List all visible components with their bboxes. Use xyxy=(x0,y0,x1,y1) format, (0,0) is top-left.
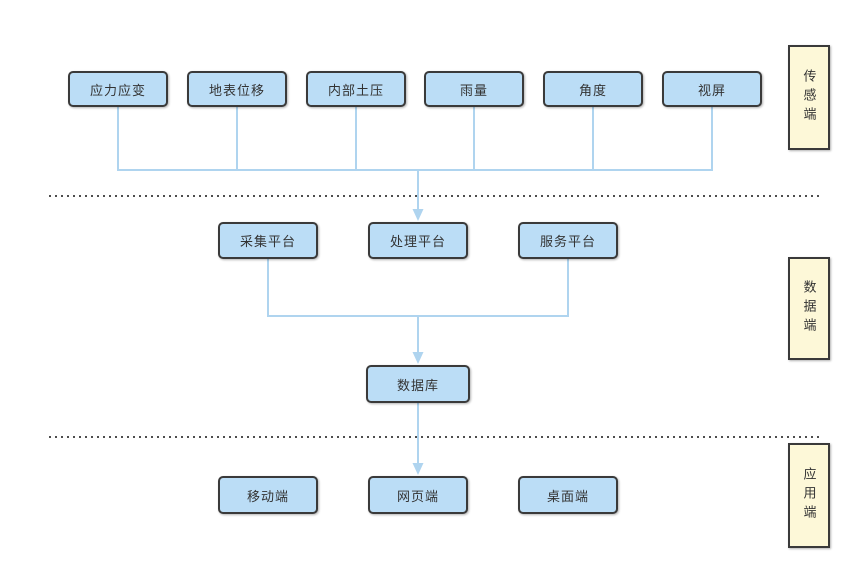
node-processing-platform: 处理平台 xyxy=(368,222,468,259)
arrowhead-icon xyxy=(412,209,424,221)
arrowhead-icon xyxy=(412,352,424,364)
arrow-to-database xyxy=(412,316,424,364)
data-layer-label: 数据端 xyxy=(788,257,830,360)
application-layer-label: 应用端 xyxy=(788,443,830,548)
data-layer-label-text: 数据端 xyxy=(801,280,817,337)
arrowhead-icon xyxy=(412,463,424,475)
node-service-platform: 服务平台 xyxy=(518,222,618,259)
application-layer-label-text: 应用端 xyxy=(801,467,817,524)
node-web-client: 网页端 xyxy=(368,476,468,514)
node-sensor-video: 视屏 xyxy=(662,71,762,107)
arrow-to-processing-platform xyxy=(412,170,424,221)
sensor-bus-wires xyxy=(117,107,713,171)
arrow-to-web-client xyxy=(412,403,424,475)
node-database: 数据库 xyxy=(366,365,470,403)
node-mobile-client: 移动端 xyxy=(218,476,318,514)
node-sensor-surface-displacement: 地表位移 xyxy=(187,71,287,107)
node-collection-platform: 采集平台 xyxy=(218,222,318,259)
sensing-layer-label: 传感端 xyxy=(788,45,830,150)
node-sensor-angle: 角度 xyxy=(543,71,643,107)
node-sensor-rainfall: 雨量 xyxy=(424,71,524,107)
node-desktop-client: 桌面端 xyxy=(518,476,618,514)
sensing-layer-label-text: 传感端 xyxy=(801,69,817,126)
node-sensor-internal-soil-pressure: 内部土压 xyxy=(306,71,406,107)
node-sensor-stress-strain: 应力应变 xyxy=(68,71,168,107)
platform-merge-wires xyxy=(267,259,569,317)
